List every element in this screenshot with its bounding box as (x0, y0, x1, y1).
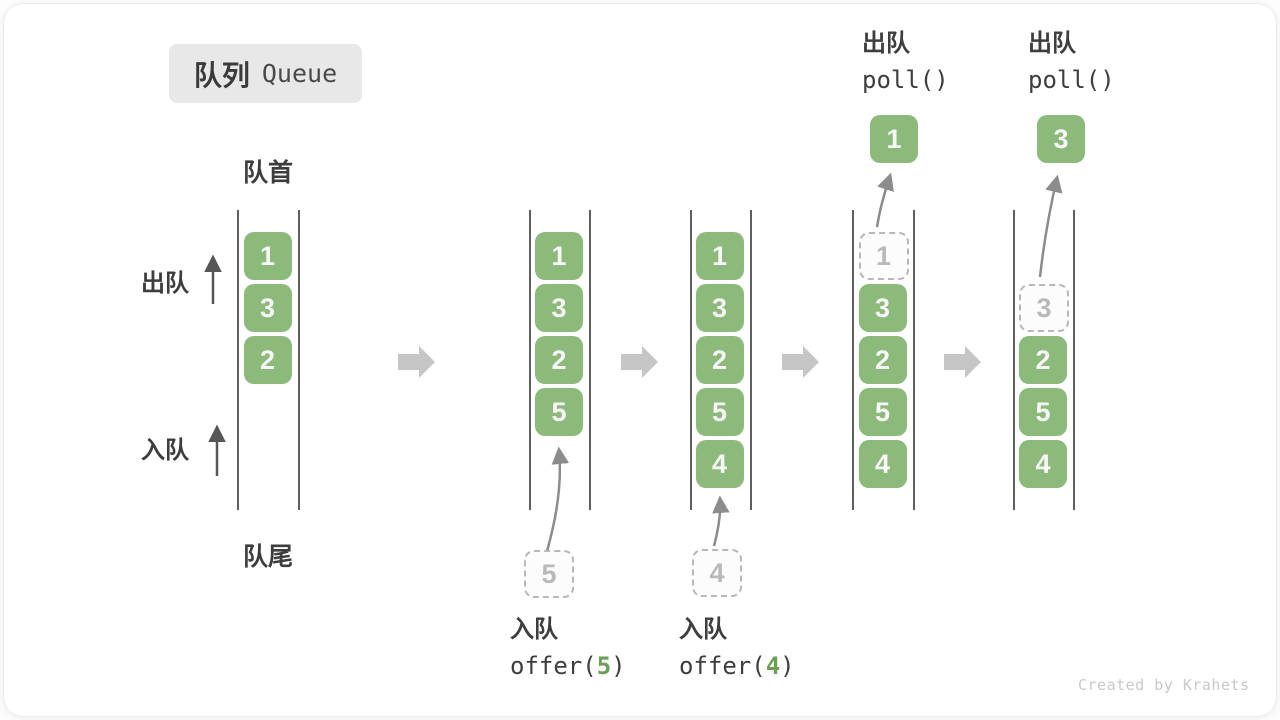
queue-cell: 1 (535, 232, 583, 280)
queue-wall-left (1013, 210, 1015, 510)
queue-cell: 4 (695, 440, 744, 488)
queue-cell: 4 (858, 440, 907, 488)
queue-cell: 2 (695, 336, 744, 384)
right-arrow-icon (782, 346, 819, 378)
right-arrow-icon (944, 346, 981, 378)
outgoing-value-box: 3 (1037, 115, 1085, 163)
poll-code-label: poll() (862, 66, 949, 94)
queue-cell: 3 (695, 284, 744, 332)
poll-code-label: poll() (1028, 66, 1115, 94)
queue-cell: 3 (243, 284, 292, 332)
queue-cell: 2 (535, 336, 583, 384)
queue-cell: 1 (695, 232, 744, 280)
offer-code-label: offer(5) (510, 652, 626, 680)
queue-wall-right (589, 210, 591, 510)
queue-cell: 1 (243, 232, 292, 280)
queue-cell: 2 (243, 336, 292, 384)
enqueue-4-arrow-icon (712, 495, 730, 547)
dequeue-3-arrow-icon (1038, 174, 1063, 278)
queue-wall-right (750, 210, 752, 510)
queue-ghost-cell: 3 (1019, 284, 1069, 332)
incoming-value-box: 5 (524, 550, 574, 598)
offer-code-label: offer(4) (679, 652, 795, 680)
watermark: Created by Krahets (1078, 676, 1250, 694)
queue-wall-right (913, 210, 915, 510)
title-chinese: 队列 (193, 59, 250, 91)
enqueue-side-label: 入队 (141, 437, 189, 464)
dequeue-1-arrow-icon (875, 172, 894, 228)
offer-argument: 5 (596, 652, 612, 680)
queue-cell: 5 (535, 388, 583, 436)
title-box: 队列 Queue (169, 44, 362, 103)
incoming-value-box: 4 (692, 549, 742, 597)
enqueue-op-label: 入队 (679, 616, 727, 643)
dequeue-side-label: 出队 (141, 270, 189, 297)
queue-wall-left (690, 210, 692, 510)
outgoing-value-box: 1 (870, 115, 918, 163)
queue-front-label: 队首 (242, 159, 293, 187)
queue-cell: 3 (858, 284, 907, 332)
queue-ghost-cell: 1 (858, 232, 909, 280)
enqueue-5-arrow-icon (545, 446, 570, 552)
queue-wall-right (1073, 210, 1075, 510)
queue-cell: 2 (858, 336, 907, 384)
queue-wall-right (298, 210, 300, 510)
right-arrow-icon (398, 346, 435, 378)
dequeue-op-label: 出队 (1028, 30, 1076, 57)
queue-wall-left (852, 210, 854, 510)
queue-wall-left (529, 210, 531, 510)
queue-rear-label: 队尾 (242, 543, 293, 571)
queue-cell: 5 (1019, 388, 1067, 436)
queue-wall-left (237, 210, 239, 510)
queue-cell: 3 (535, 284, 583, 332)
queue-cell: 4 (1019, 440, 1067, 488)
offer-argument: 4 (765, 652, 781, 680)
right-arrow-icon (621, 346, 658, 378)
queue-cell: 2 (1019, 336, 1067, 384)
title-english: Queue (261, 59, 338, 88)
queue-cell: 5 (858, 388, 907, 436)
enqueue-op-label: 入队 (510, 616, 558, 643)
queue-cell: 5 (695, 388, 744, 436)
dequeue-op-label: 出队 (862, 30, 910, 57)
